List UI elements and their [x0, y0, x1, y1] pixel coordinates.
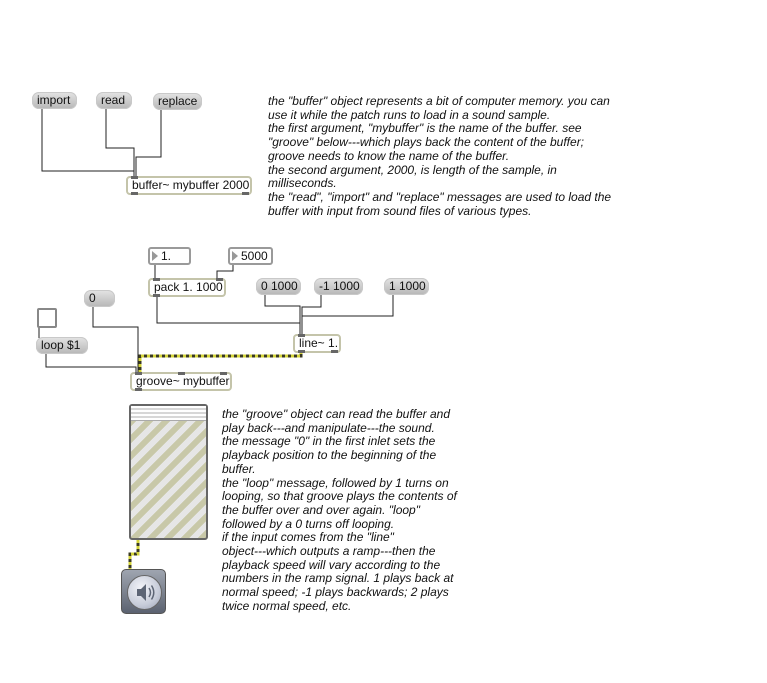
- buffer-comment-line: the second argument, 2000, is length of …: [268, 162, 557, 177]
- import-message[interactable]: import: [32, 92, 77, 109]
- groove-comment-line: object---which outputs a ramp---then the: [222, 544, 436, 559]
- groove-comment-line: playback speed will vary according to th…: [222, 557, 441, 572]
- line-inlet[interactable]: [298, 334, 305, 337]
- buffer-comment-line: the "buffer" object represents a bit of …: [268, 94, 610, 108]
- groove-comment-line: the message "0" in the first inlet sets …: [222, 434, 436, 449]
- number-box-2[interactable]: 5000: [228, 247, 273, 265]
- groove-comment-line: the "groove" object can read the buffer …: [222, 407, 451, 421]
- audio-output-button[interactable]: [121, 569, 166, 614]
- waveform-ruler: [131, 406, 206, 421]
- groove-object-label: groove~ mybuffer: [136, 374, 230, 388]
- pack-inlet-left[interactable]: [153, 278, 160, 281]
- buffer-comment: the "buffer" object represents a bit of …: [268, 94, 612, 218]
- groove-comment-line: play back---and manipulate---the sound.: [222, 420, 435, 435]
- loop-message[interactable]: loop $1: [36, 337, 88, 354]
- cord-zero-groove: [92, 306, 139, 373]
- read-message[interactable]: read: [96, 92, 132, 109]
- groove-comment-line: playback position to the beginning of th…: [222, 448, 437, 463]
- buffer-object[interactable]: buffer~ mybuffer 2000: [126, 176, 252, 195]
- line-object[interactable]: line~ 1.: [293, 334, 341, 353]
- cord-replace-buffer: [135, 108, 162, 178]
- groove-inlet-2[interactable]: [178, 372, 185, 375]
- pack-object[interactable]: pack 1. 1000: [148, 278, 226, 297]
- number-box-1[interactable]: 1.: [148, 247, 191, 265]
- pack-outlet[interactable]: [153, 294, 160, 297]
- line-object-label: line~ 1.: [299, 336, 339, 350]
- cord-read-buffer: [105, 108, 135, 178]
- ramp-message-minus1-1000[interactable]: -1 1000: [314, 278, 363, 295]
- signal-cord-line-groove: [138, 351, 303, 373]
- groove-comment-line: the buffer over and over again. "loop": [222, 502, 420, 517]
- buffer-comment-line: use it while the patch runs to load in a…: [268, 107, 551, 122]
- pack-inlet-right[interactable]: [216, 278, 223, 281]
- line-outlet[interactable]: [298, 350, 305, 353]
- groove-comment-line: numbers in the ramp signal. 1 plays back…: [222, 571, 454, 586]
- line-outlet-right[interactable]: [331, 350, 338, 353]
- number-arrow-icon: [232, 251, 238, 261]
- groove-comment-line: buffer.: [222, 461, 256, 476]
- speaker-icon: [137, 584, 155, 601]
- pack-object-label: pack 1. 1000: [154, 280, 223, 294]
- zero-message[interactable]: 0: [84, 290, 115, 307]
- number-arrow-icon: [152, 251, 158, 261]
- groove-comment: the "groove" object can read the buffer …: [222, 407, 457, 614]
- replace-message[interactable]: replace: [153, 93, 202, 110]
- buffer-comment-line: the "read", "import" and "replace" messa…: [268, 189, 612, 204]
- buffer-comment-line: groove needs to know the name of the buf…: [268, 148, 510, 163]
- buffer-comment-line: the first argument, "mybuffer" is the na…: [268, 121, 582, 136]
- buffer-outlet[interactable]: [131, 192, 138, 195]
- ramp-message-0-1000[interactable]: 0 1000: [256, 278, 301, 295]
- buffer-inlet[interactable]: [131, 176, 138, 179]
- cord-ramp1-line: [264, 294, 301, 335]
- groove-comment-line: normal speed; -1 plays backwards; 2 play…: [222, 585, 449, 600]
- cord-ramp2-line: [301, 294, 322, 335]
- groove-comment-line: if the input comes from the "line": [222, 530, 394, 545]
- buffer-object-label: buffer~ mybuffer 2000: [132, 178, 250, 192]
- buffer-comment-line: buffer with input from sound files of va…: [268, 203, 532, 218]
- groove-inlet-1[interactable]: [135, 372, 142, 375]
- groove-comment-line: looping, so that groove plays the conten…: [222, 489, 457, 504]
- number-box-2-value: 5000: [241, 249, 268, 263]
- groove-comment-line: twice normal speed, etc.: [222, 598, 352, 613]
- groove-inlet-3[interactable]: [220, 372, 227, 375]
- buffer-comment-line: milliseconds.: [268, 176, 337, 191]
- cord-number2-pack: [216, 264, 234, 279]
- cord-import-buffer: [41, 108, 135, 178]
- cord-loop-groove: [45, 352, 137, 373]
- number-box-1-value: 1.: [161, 249, 172, 263]
- buffer-comment-line: "groove" below---which plays back the co…: [268, 135, 585, 150]
- groove-object[interactable]: groove~ mybuffer: [130, 372, 232, 391]
- cord-ramp3-line: [301, 294, 394, 335]
- ramp-message-1-1000[interactable]: 1 1000: [384, 278, 429, 295]
- groove-comment-line: the "loop" message, followed by 1 turns …: [222, 475, 449, 490]
- groove-comment-line: followed by a 0 turns off looping.: [222, 516, 395, 531]
- groove-outlet[interactable]: [135, 388, 142, 391]
- loop-toggle[interactable]: [37, 308, 57, 328]
- speaker-icon-circle: [127, 575, 162, 610]
- buffer-outlet-right[interactable]: [242, 192, 249, 195]
- waveform-display[interactable]: [129, 404, 208, 540]
- cord-pack-line: [156, 296, 301, 335]
